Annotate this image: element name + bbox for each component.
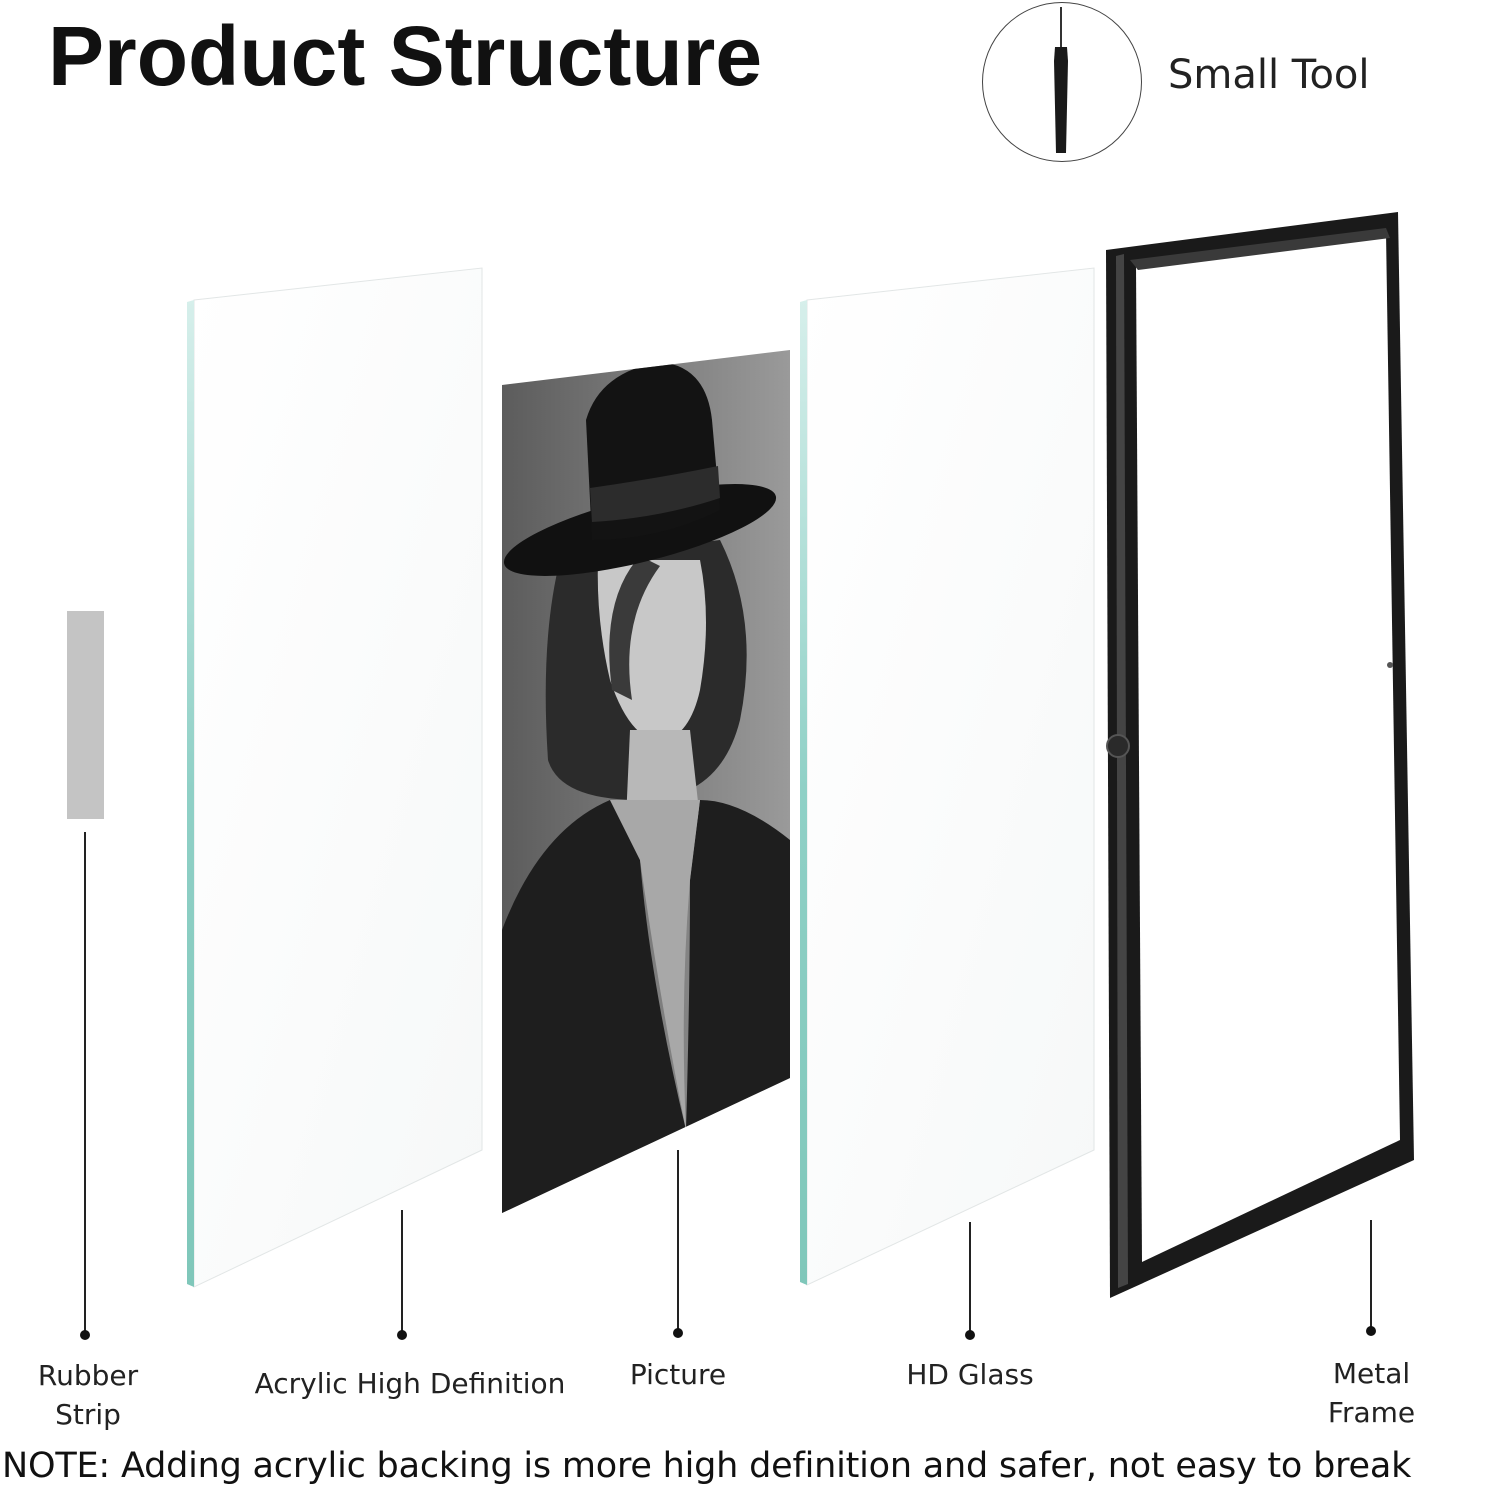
metal-frame-label: Metal Frame <box>1327 1357 1416 1429</box>
acrylic-label: Acrylic High Definition <box>254 1367 566 1400</box>
note-text: NOTE: Adding acrylic backing is more hig… <box>2 1446 1412 1486</box>
small-tool-badge <box>982 2 1142 162</box>
leader-lines <box>80 832 1376 1340</box>
hd-glass-label: HD Glass <box>906 1358 1034 1391</box>
acrylic-sheet-part <box>187 267 483 1288</box>
metal-frame-part <box>1106 212 1414 1298</box>
page-title: Product Structure <box>48 9 763 103</box>
rubber-strip-label: Rubber Strip <box>37 1359 139 1431</box>
rubber-strip-part <box>67 611 104 819</box>
hd-glass-part <box>800 267 1095 1286</box>
picture-part <box>502 350 790 1213</box>
small-tool-label: Small Tool <box>1168 52 1370 98</box>
picture-label: Picture <box>629 1358 727 1391</box>
screwdriver-icon <box>1054 7 1068 153</box>
